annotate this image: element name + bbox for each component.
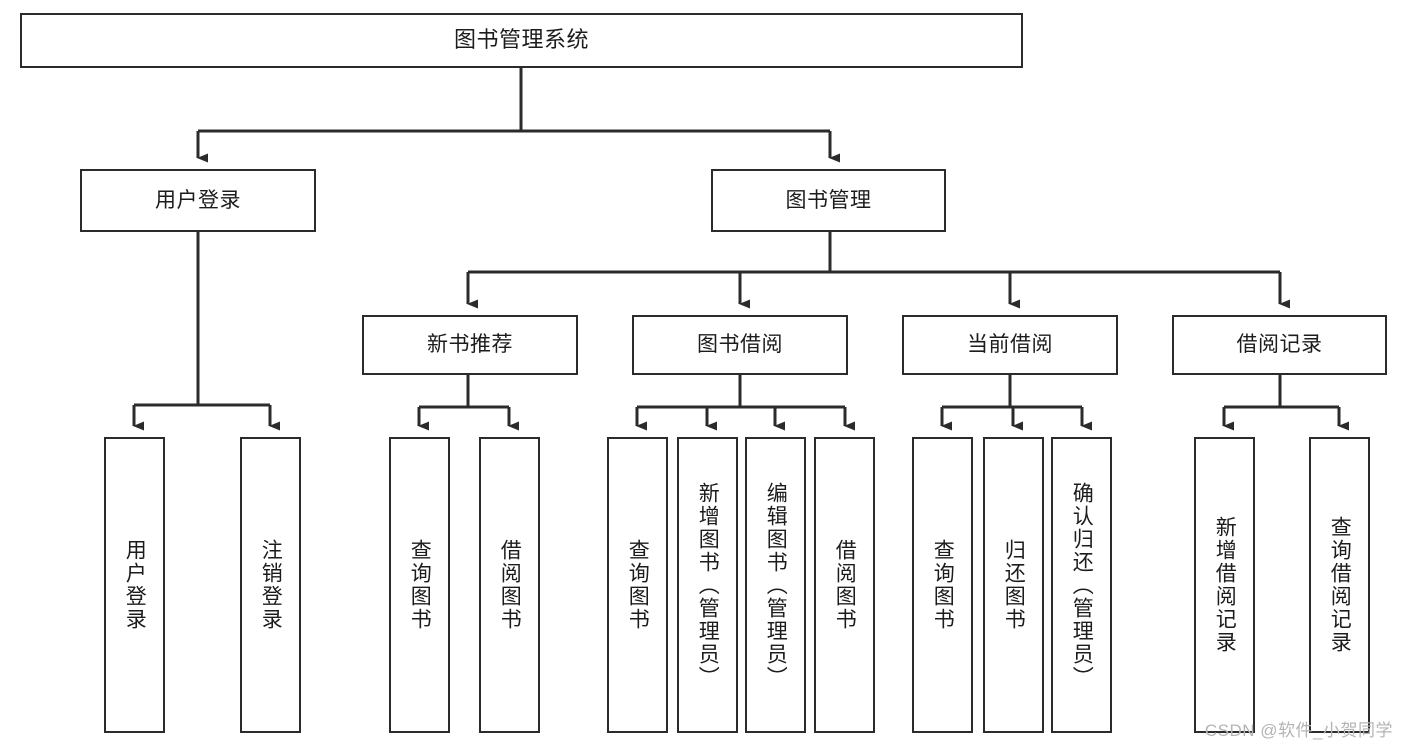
node-book-management[interactable]: 图书管理 <box>711 169 946 232</box>
node-label: 查询图书 <box>626 539 650 631</box>
leaf-borrow-book-recommend[interactable]: 借阅图书 <box>479 437 540 733</box>
node-label: 查询借阅记录 <box>1328 516 1352 654</box>
leaf-query-book-recommend[interactable]: 查询图书 <box>389 437 450 733</box>
node-label: 新书推荐 <box>427 333 513 357</box>
node-root-system[interactable]: 图书管理系统 <box>20 13 1023 68</box>
leaf-borrow-book[interactable]: 借阅图书 <box>814 437 875 733</box>
node-borrow-record[interactable]: 借阅记录 <box>1172 315 1387 375</box>
node-label: 查询图书 <box>931 539 955 631</box>
node-label: 当前借阅 <box>967 333 1053 357</box>
node-user-login[interactable]: 用户登录 <box>80 169 316 232</box>
csdn-watermark: CSDN @软件_小贺同学 <box>1204 721 1393 740</box>
node-label: 新增借阅记录 <box>1213 516 1237 654</box>
node-label: 借阅图书 <box>498 539 522 631</box>
node-new-book-recommend[interactable]: 新书推荐 <box>362 315 578 375</box>
node-label: 用户登录 <box>123 539 147 631</box>
leaf-logout-login[interactable]: 注销登录 <box>240 437 301 733</box>
node-label: 用户登录 <box>155 188 241 212</box>
leaf-add-book-admin[interactable]: 新增图书（管理员） <box>677 437 738 733</box>
node-label: 借阅记录 <box>1236 333 1323 357</box>
node-label: 查询图书 <box>408 539 432 631</box>
node-label: 确认归还（管理员） <box>1070 481 1094 689</box>
leaf-query-book-borrow[interactable]: 查询图书 <box>607 437 668 733</box>
leaf-confirm-return-admin[interactable]: 确认归还（管理员） <box>1051 437 1112 733</box>
node-label: 归还图书 <box>1002 539 1026 631</box>
node-label: 图书管理系统 <box>453 27 589 53</box>
node-label: 新增图书（管理员） <box>696 481 720 689</box>
leaf-query-book-current[interactable]: 查询图书 <box>912 437 973 733</box>
node-current-borrow[interactable]: 当前借阅 <box>902 315 1118 375</box>
node-label: 图书借阅 <box>697 333 783 357</box>
leaf-edit-book-admin[interactable]: 编辑图书（管理员） <box>745 437 806 733</box>
leaf-user-login[interactable]: 用户登录 <box>104 437 165 733</box>
node-label: 图书管理 <box>785 188 872 212</box>
leaf-return-book[interactable]: 归还图书 <box>983 437 1044 733</box>
node-book-borrow[interactable]: 图书借阅 <box>632 315 848 375</box>
node-label: 借阅图书 <box>833 539 857 631</box>
leaf-add-borrow-record[interactable]: 新增借阅记录 <box>1194 437 1255 733</box>
leaf-query-borrow-record[interactable]: 查询借阅记录 <box>1309 437 1370 733</box>
node-label: 编辑图书（管理员） <box>764 481 788 689</box>
node-label: 注销登录 <box>259 539 283 631</box>
